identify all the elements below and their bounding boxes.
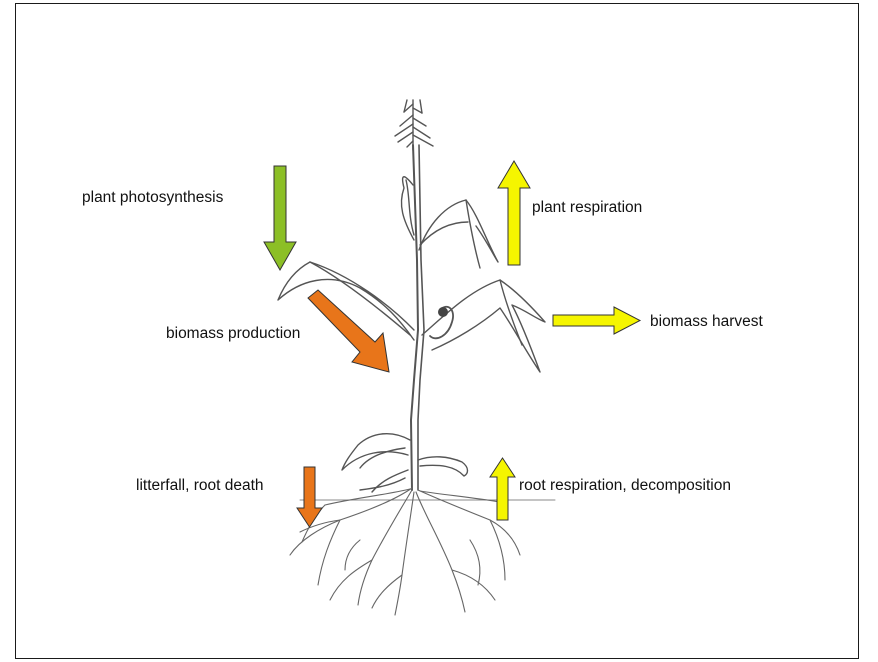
tassel-icon [395,100,433,150]
leaf-mid-right [422,280,545,372]
leaf-lower-left [342,434,410,470]
root-respiration-arrow [490,458,515,520]
leaf-upper-right [419,200,498,262]
litterfall-arrow [297,467,322,527]
label-litterfall-root-death: litterfall, root death [136,477,264,495]
leaf-base-left [372,470,408,492]
label-biomass-production: biomass production [166,325,300,343]
photosynthesis-arrow [264,166,296,270]
respiration-arrow [498,161,530,265]
label-biomass-harvest: biomass harvest [650,313,763,331]
label-plant-photosynthesis: plant photosynthesis [82,189,223,207]
stalk [411,145,418,490]
production-arrow [308,290,389,372]
harvest-arrow [553,307,640,334]
roots [290,488,520,615]
label-plant-respiration: plant respiration [532,199,642,217]
leaf-lower-right [418,457,468,476]
label-root-respiration-decomposition: root respiration, decomposition [519,477,731,495]
